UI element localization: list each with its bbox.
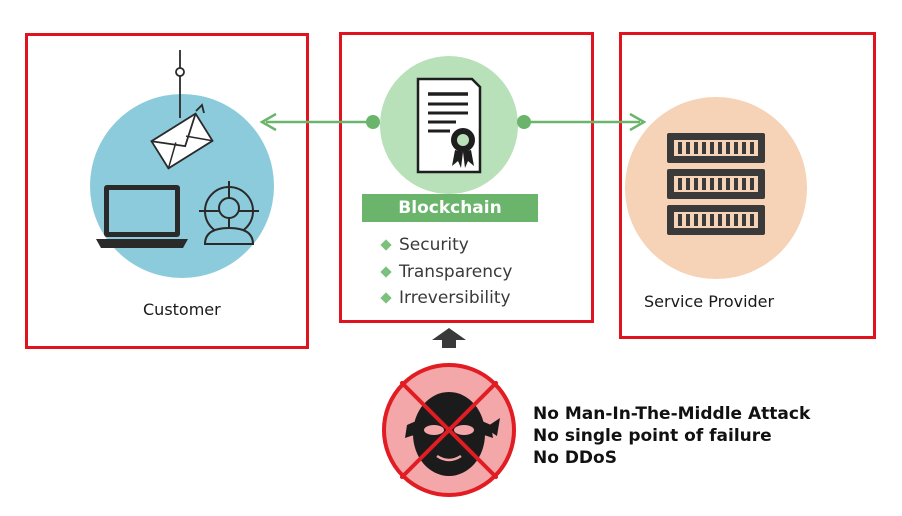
blockchain-frame — [339, 32, 594, 323]
customer-label: Customer — [143, 300, 221, 319]
feature-item: Transparency — [378, 259, 512, 286]
attack-item: No Man-In-The-Middle Attack — [533, 404, 811, 424]
prohibition-cross — [400, 381, 498, 479]
feature-label: Transparency — [399, 261, 513, 282]
diamond-bullet-icon — [380, 292, 392, 304]
certificate-icon — [416, 77, 482, 174]
feature-label: Security — [399, 235, 469, 256]
envelope-icon — [150, 112, 214, 170]
right-connector — [517, 112, 647, 132]
diamond-bullet-icon — [380, 266, 392, 278]
blockchain-features: Security Transparency Irreversibility — [378, 232, 512, 312]
laptop-icon — [96, 185, 188, 248]
fishing-hook-icon — [175, 50, 185, 118]
feature-item: Irreversibility — [378, 285, 512, 312]
hook-barb-icon — [195, 103, 205, 114]
server-unit — [667, 205, 765, 235]
customer-frame — [25, 33, 309, 349]
attacks-prevented-list: No Man-In-The-Middle Attack No single po… — [533, 403, 810, 469]
left-connector — [259, 112, 380, 132]
server-unit — [667, 169, 765, 199]
blockchain-title: Blockchain — [362, 194, 538, 222]
attack-item: No DDoS — [533, 448, 617, 468]
target-person-icon — [199, 181, 259, 245]
service-provider-label: Service Provider — [644, 292, 775, 311]
diamond-bullet-icon — [380, 239, 392, 251]
feature-item: Security — [378, 232, 512, 259]
server-rack-icon — [667, 133, 765, 235]
attack-item: No single point of failure — [533, 426, 772, 446]
up-arrow-icon — [432, 328, 466, 348]
feature-label: Irreversibility — [399, 288, 511, 309]
provider-frame — [619, 32, 876, 339]
server-unit — [667, 133, 765, 163]
